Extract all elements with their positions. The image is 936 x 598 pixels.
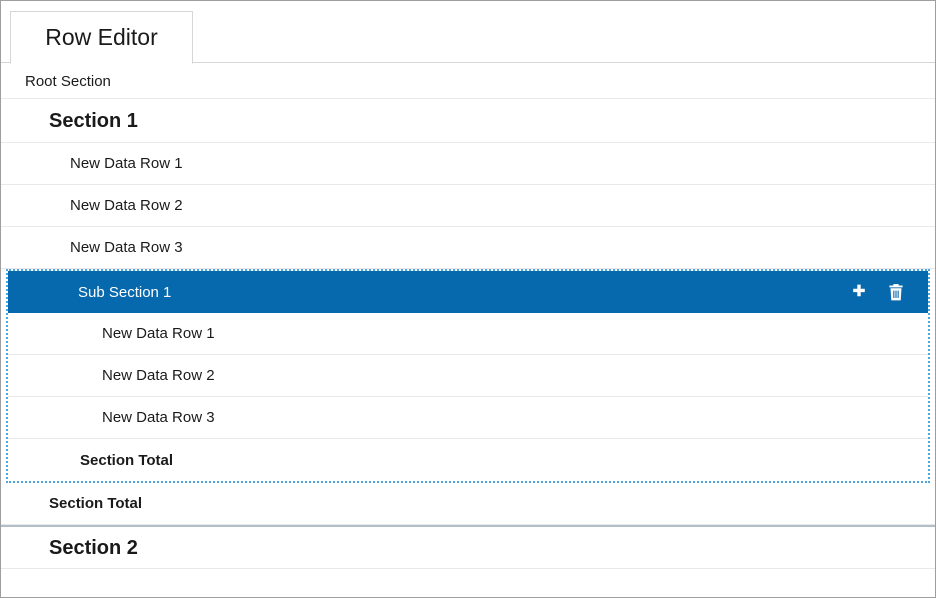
tree-row-data[interactable]: New Data Row 2 (1, 185, 935, 227)
row-label: New Data Row 1 (102, 325, 215, 342)
sub-section-group: Sub Section 1 (6, 269, 930, 483)
tree-row-sub-section-1[interactable]: Sub Section 1 (8, 271, 928, 313)
tab-label: Row Editor (45, 24, 158, 50)
row-tree: Root Section Section 1 New Data Row 1 Ne… (1, 63, 935, 569)
row-label: New Data Row 3 (70, 239, 183, 256)
row-label: New Data Row 2 (70, 197, 183, 214)
tab-strip: Row Editor (1, 1, 935, 64)
row-label: Root Section (25, 72, 111, 90)
row-label: New Data Row 1 (70, 155, 183, 172)
tree-row-data[interactable]: New Data Row 3 (8, 397, 928, 439)
tab-row-editor[interactable]: Row Editor (10, 11, 193, 64)
tree-row-sub-section-total[interactable]: Section Total (8, 439, 928, 481)
tree-row-data[interactable]: New Data Row 1 (8, 313, 928, 355)
row-label: New Data Row 2 (102, 367, 215, 384)
tree-row-section-2[interactable]: Section 2 (1, 525, 935, 569)
row-label: Section 2 (49, 536, 138, 559)
tree-row-data[interactable]: New Data Row 2 (8, 355, 928, 397)
add-icon[interactable] (849, 282, 869, 302)
row-label: Sub Section 1 (78, 283, 172, 301)
row-label: Section Total (49, 495, 143, 512)
delete-icon[interactable] (886, 282, 906, 302)
row-actions (849, 282, 928, 302)
tree-row-section-1[interactable]: Section 1 (1, 99, 935, 143)
row-label: New Data Row 3 (102, 409, 215, 426)
tree-row-data[interactable]: New Data Row 3 (1, 227, 935, 269)
tree-row-root-section[interactable]: Root Section (1, 64, 935, 99)
tree-row-data[interactable]: New Data Row 1 (1, 143, 935, 185)
row-label: Section 1 (49, 109, 138, 132)
tree-row-section-total[interactable]: Section Total (1, 483, 935, 525)
row-label: Section Total (80, 451, 174, 469)
